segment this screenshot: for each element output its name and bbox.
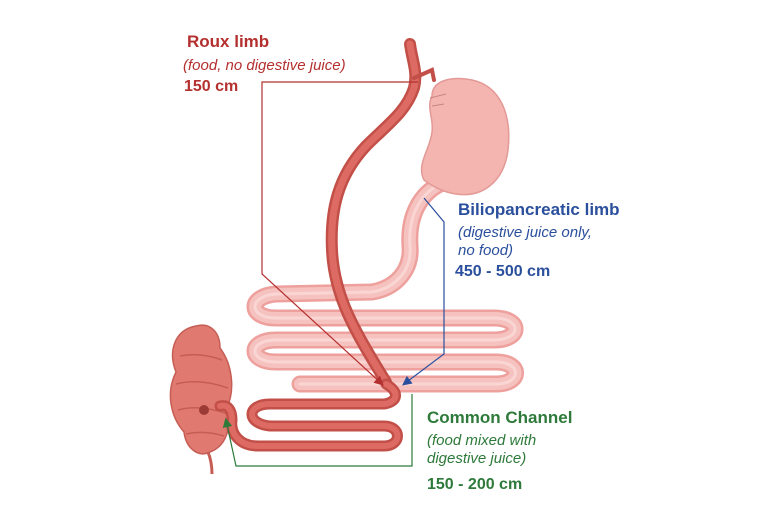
biliopancreatic-limb-length: 450 - 500 cm	[455, 263, 551, 280]
common-channel-length: 150 - 200 cm	[427, 476, 523, 493]
common-channel-leader-line	[222, 394, 413, 467]
biliopancreatic-limb-subtitle-line2: no food)	[458, 242, 514, 259]
roux-limb-length: 150 cm	[184, 78, 239, 95]
biliopancreatic-leader-line	[402, 197, 445, 386]
biliopancreatic-limb-coils	[246, 175, 524, 393]
roux-limb	[325, 38, 436, 388]
common-channel-title: Common Channel	[427, 408, 573, 427]
roux-limb-subtitle: (food, no digestive juice)	[183, 57, 346, 74]
roux-limb-title: Roux limb	[187, 32, 270, 51]
roux-leader-line	[261, 81, 418, 386]
biliopancreatic-limb-title: Biliopancreatic limb	[458, 200, 620, 219]
stomach	[420, 77, 510, 196]
common-channel-bowel	[214, 378, 403, 452]
biliopancreatic-limb-subtitle-line1: (digestive juice only,	[458, 224, 592, 241]
common-channel-subtitle-line1: (food mixed with	[427, 432, 537, 449]
common-channel-subtitle-line2: digestive juice)	[427, 450, 527, 467]
colon	[169, 324, 233, 475]
